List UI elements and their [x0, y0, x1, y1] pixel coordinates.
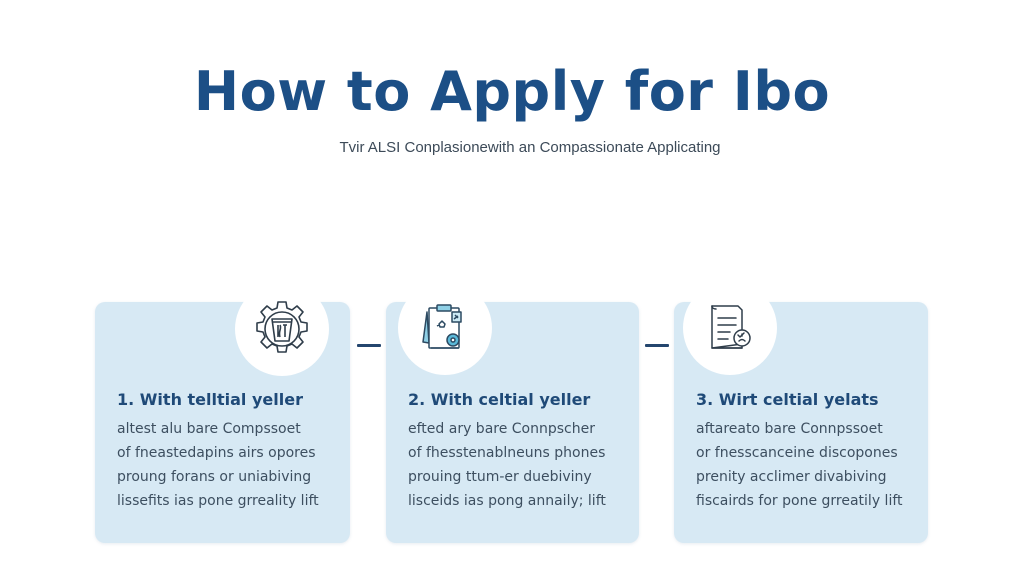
- step-card-3: 3. Wirt celtial yelats aftareato bare Co…: [674, 281, 928, 543]
- step-1-line-1: altest alu bare Compssoet: [117, 421, 301, 437]
- gear-bucket-icon: [256, 301, 308, 353]
- step-1-heading: 1. With telltial yeller: [117, 390, 303, 409]
- step-3-heading: 3. Wirt celtial yelats: [696, 390, 879, 409]
- step-1-body: altest alu bare Compssoet of fneastedapi…: [117, 417, 319, 513]
- step-2-line-4: lisceids ias pong annaily; lift: [408, 493, 606, 509]
- step-card-1: 1. With telltial yeller altest alu bare …: [95, 282, 350, 543]
- step-1-line-4: lissefits ias pone grreality lift: [117, 493, 319, 509]
- step-3-line-3: prenity acclimer divabiving: [696, 469, 887, 485]
- step-3-line-2: or fnesscanceine discopones: [696, 445, 898, 461]
- step-2-body: efted ary bare Connpscher of fhesstenabl…: [408, 417, 606, 513]
- step-connector-2-3: [645, 344, 669, 347]
- document-check-icon: [711, 305, 751, 349]
- step-3-icon-circle: [683, 281, 777, 375]
- step-3-line-4: fiscairds for pone grreatily lift: [696, 493, 903, 509]
- step-2-heading: 2. With celtial yeller: [408, 390, 591, 409]
- step-2-line-2: of fhesstenablneuns phones: [408, 445, 606, 461]
- clipboard-document-icon: [422, 304, 462, 349]
- step-1-line-2: of fneastedapins airs opores: [117, 445, 316, 461]
- step-2-line-3: prouing ttum-er duebiviny: [408, 469, 592, 485]
- step-3-body: aftareato bare Connpssoet or fnesscancei…: [696, 417, 903, 513]
- step-2-icon-circle: [398, 281, 492, 375]
- step-1-line-3: proung forans or uniabiving: [117, 469, 312, 485]
- step-card-2: 2. With celtial yeller efted ary bare Co…: [386, 281, 639, 543]
- step-connector-1-2: [357, 344, 381, 347]
- step-3-line-1: aftareato bare Connpssoet: [696, 421, 883, 437]
- step-1-icon-circle: [235, 282, 329, 376]
- step-2-line-1: efted ary bare Connpscher: [408, 421, 595, 437]
- page-subtitle: Tvir ALSI Conplasionewith an Compassiona…: [339, 139, 721, 156]
- page-title: How to Apply for Ibo: [193, 60, 831, 123]
